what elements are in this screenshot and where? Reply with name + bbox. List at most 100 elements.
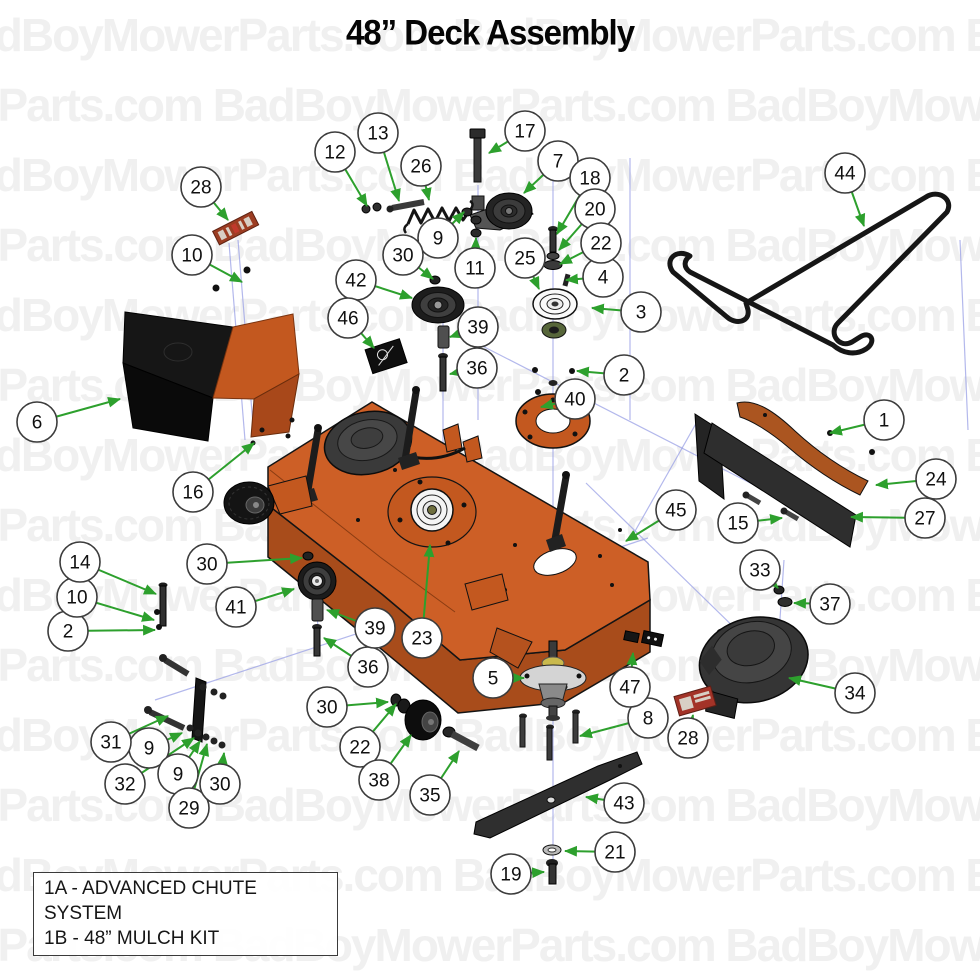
callout-balloon-34: 34 [834,672,876,714]
svg-text:39: 39 [364,619,385,640]
svg-text:7: 7 [553,152,564,173]
svg-text:32: 32 [114,775,135,796]
drive-belt [667,191,952,356]
callout-balloon-33: 33 [739,549,781,591]
anti-scalp-wheel [390,693,480,752]
hanger-pin-left [154,582,168,630]
svg-text:46: 46 [337,309,358,330]
callout-balloon-27: 27 [904,497,946,539]
deck-idler-pulley [297,551,337,657]
svg-text:39: 39 [467,318,488,339]
svg-text:34: 34 [844,684,866,705]
svg-text:10: 10 [66,588,87,609]
svg-text:33: 33 [749,561,770,582]
callout-balloon-7: 7 [537,140,579,182]
svg-text:47: 47 [619,678,640,699]
callout-balloon-44: 44 [824,152,866,194]
svg-text:1: 1 [879,411,890,432]
callout-balloon-16: 16 [172,471,214,513]
svg-text:37: 37 [819,595,840,616]
svg-text:16: 16 [182,483,203,504]
svg-text:45: 45 [665,501,686,522]
svg-text:2: 2 [619,366,630,387]
callout-balloon-3: 3 [620,291,662,333]
baffle-kit [694,401,875,548]
svg-text:44: 44 [834,164,856,185]
scan-tag-sticker [211,210,260,246]
callout-balloon-37: 37 [809,583,851,625]
svg-text:22: 22 [590,234,611,255]
watermark-text: BadBoyMowerParts.com BadBoyMowerParts.co… [0,9,980,61]
svg-text:12: 12 [324,143,345,164]
callout-balloon-22: 22 [339,726,381,768]
callout-balloon-20: 20 [574,188,616,230]
svg-text:13: 13 [367,124,388,145]
callout-balloon-41: 41 [215,586,257,628]
callout-balloon-30: 30 [186,543,228,585]
callout-balloon-10: 10 [171,234,213,276]
caster-wheel-left [223,475,313,525]
belt-guide [623,630,665,648]
callout-balloon-45: 45 [655,489,697,531]
callout-balloon-39: 39 [354,607,396,649]
callout-balloon-12: 12 [314,131,356,173]
callout-balloon-18: 18 [569,157,611,199]
svg-text:24: 24 [925,470,947,491]
legend-box: 1A - ADVANCED CHUTE SYSTEM 1B - 48” MULC… [33,872,338,956]
callout-balloon-31: 31 [90,721,132,763]
callout-balloon-47: 47 [609,666,651,708]
callout-balloon-15: 15 [717,502,759,544]
svg-text:17: 17 [514,122,535,143]
callout-balloon-28: 28 [667,717,709,759]
callout-balloon-35: 35 [409,774,451,816]
svg-text:25: 25 [514,249,535,270]
svg-text:10: 10 [181,246,202,267]
callout-balloon-30: 30 [382,234,424,276]
callout-balloon-8: 8 [627,697,669,739]
mower-blade [473,751,643,885]
callout-balloon-30: 30 [306,686,348,728]
svg-text:23: 23 [411,629,432,650]
svg-text:38: 38 [368,771,389,792]
svg-text:9: 9 [144,739,155,760]
callout-balloon-43: 43 [603,782,645,824]
svg-text:14: 14 [69,553,91,574]
callout-balloons: 1223456789991010111213141516171819202122… [16,110,957,895]
callout-balloon-46: 46 [327,297,369,339]
svg-text:20: 20 [584,200,605,221]
deck-hanger-arms [300,386,570,552]
spindle-assembly [519,640,587,761]
callout-balloon-29: 29 [168,787,210,829]
callout-balloon-30: 30 [199,763,241,805]
svg-text:36: 36 [357,658,378,679]
callout-balloon-36: 36 [347,646,389,688]
svg-text:15: 15 [727,514,748,535]
svg-text:41: 41 [225,598,246,619]
svg-text:30: 30 [316,698,337,719]
svg-text:29: 29 [178,799,199,820]
svg-text:18: 18 [579,169,600,190]
page-title: 48” Deck Assembly [345,12,635,53]
callout-balloon-9: 9 [417,217,459,259]
callout-balloon-26: 26 [400,145,442,187]
callout-balloon-5: 5 [472,657,514,699]
svg-text:30: 30 [196,555,217,576]
svg-text:30: 30 [209,775,230,796]
callout-balloon-2: 2 [603,354,645,396]
logo-plate [364,338,408,375]
svg-text:5: 5 [488,669,499,690]
callout-balloon-23: 23 [401,617,443,659]
deck-spindle-pulley [387,476,477,548]
svg-text:31: 31 [100,733,121,754]
svg-text:9: 9 [173,765,184,786]
callout-balloon-24: 24 [915,458,957,500]
svg-text:36: 36 [466,359,487,380]
svg-text:28: 28 [677,729,698,750]
svg-text:4: 4 [598,268,609,289]
callout-balloon-17: 17 [504,110,546,152]
callout-balloon-40: 40 [554,378,596,420]
svg-text:35: 35 [419,786,440,807]
callout-balloon-28: 28 [180,166,222,208]
